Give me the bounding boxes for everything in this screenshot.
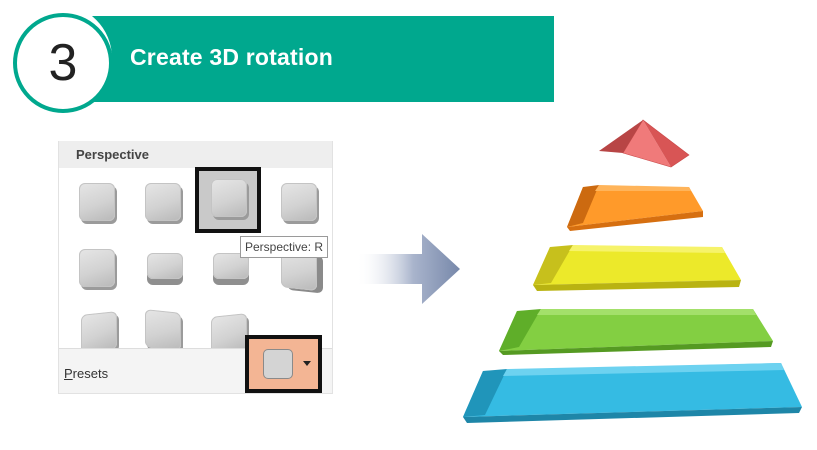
step-number: 3 bbox=[48, 34, 78, 92]
preset-tile-perspective-1[interactable] bbox=[79, 183, 115, 221]
preset-tile-perspective-9[interactable] bbox=[81, 311, 117, 353]
pyramid-layer-5 bbox=[463, 363, 802, 423]
pyramid-layer-1 bbox=[599, 119, 690, 168]
step-title: Create 3D rotation bbox=[130, 44, 333, 70]
preset-tile-perspective-4[interactable] bbox=[281, 183, 317, 221]
preset-tile-perspective-selected[interactable] bbox=[195, 167, 261, 233]
step-badge: 3 bbox=[4, 4, 113, 113]
preset-tooltip: Perspective: R bbox=[240, 236, 329, 258]
presets-accesskey: P bbox=[64, 366, 73, 381]
gallery-section-label: Perspective bbox=[76, 147, 149, 162]
presets-label: Presets bbox=[64, 366, 108, 381]
presets-dropdown-button[interactable] bbox=[245, 335, 322, 393]
presets-label-rest: resets bbox=[72, 366, 109, 381]
gallery-section-header: Perspective bbox=[59, 141, 332, 168]
preset-tile-perspective-2[interactable] bbox=[145, 183, 181, 221]
pyramid-layer-2 bbox=[567, 185, 703, 231]
step-banner bbox=[58, 16, 554, 102]
preset-tile-perspective-3[interactable] bbox=[211, 179, 247, 217]
preset-tile-perspective-6[interactable] bbox=[147, 253, 183, 279]
pyramid-layer-4 bbox=[499, 309, 773, 355]
right-arrow-icon bbox=[356, 234, 460, 304]
chevron-down-icon[interactable] bbox=[303, 361, 311, 366]
pyramid-layer-3 bbox=[533, 245, 741, 291]
3d-pyramid-diagram bbox=[463, 119, 802, 423]
presets-preview-swatch bbox=[263, 349, 293, 379]
step-badge-ring bbox=[13, 13, 113, 113]
preset-tile-perspective-10[interactable] bbox=[145, 309, 181, 351]
preset-tile-perspective-5[interactable] bbox=[79, 249, 115, 287]
